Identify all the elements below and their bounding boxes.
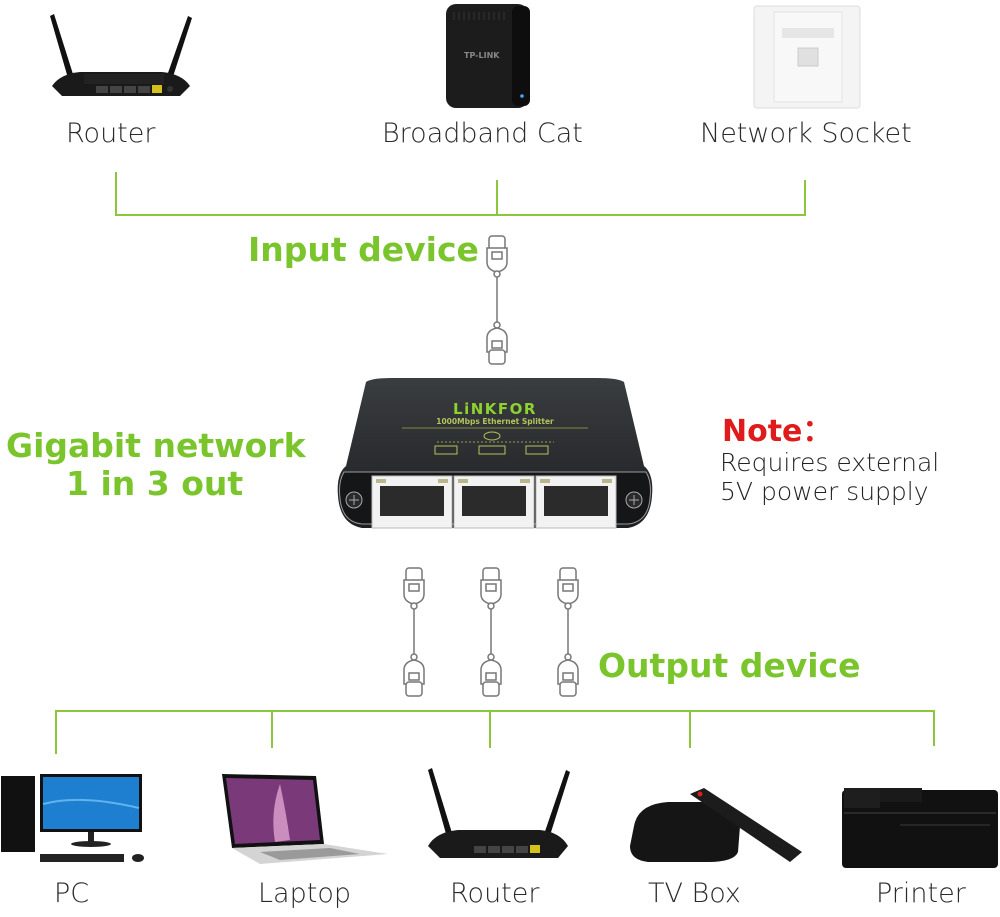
splitter-subtitle: 1000Mbps Ethernet Splitter — [436, 417, 554, 426]
connector-line — [115, 214, 806, 216]
screw-icon — [625, 491, 643, 509]
connector-line — [55, 710, 935, 712]
output-printer-label: Printer — [876, 878, 966, 909]
output-pc-label: PC — [54, 878, 90, 909]
feature-title-line2: 1 in 3 out — [66, 464, 244, 503]
connector-line — [933, 710, 935, 746]
modem-brand: TP-LINK — [464, 51, 500, 60]
output-laptop-image — [220, 772, 390, 864]
output-pc-image — [0, 774, 150, 874]
feature-title-line1: Gigabit network — [6, 426, 306, 465]
tv-box-icon — [630, 788, 802, 862]
printer-icon — [842, 788, 998, 868]
output-tvbox-image — [628, 786, 804, 866]
connector-line — [689, 710, 691, 748]
connector-line — [489, 710, 491, 748]
output-printer-image — [840, 786, 1000, 872]
rj45-port — [371, 475, 453, 529]
wall-socket-icon — [753, 5, 861, 109]
ethernet-cable-icon — [397, 566, 431, 698]
connector-line — [804, 180, 806, 216]
output-tvbox-label: TV Box — [648, 878, 741, 909]
rj45-port — [453, 475, 535, 529]
input-router-label: Router — [66, 118, 156, 149]
ethernet-cable-icon — [551, 566, 585, 698]
desktop-pc-icon — [1, 774, 144, 862]
note-line1: Requires external — [720, 448, 940, 477]
input-device-title: Input device — [248, 230, 479, 269]
note-title: Note： — [722, 414, 833, 449]
input-socket-image — [752, 4, 862, 110]
output-router-image — [418, 764, 578, 868]
ethernet-splitter-image: LiNKFOR 1000Mbps Ethernet Splitter — [332, 376, 658, 536]
ethernet-cable-icon — [474, 566, 508, 698]
connector-line — [115, 172, 117, 216]
connector-line — [55, 710, 57, 754]
input-modem-label: Broadband Cat — [382, 118, 583, 149]
router-icon — [50, 14, 192, 96]
output-laptop-label: Laptop — [258, 878, 351, 909]
ethernet-cable-icon — [480, 234, 514, 366]
splitter-brand: LiNKFOR — [453, 400, 537, 418]
rj45-port — [535, 475, 617, 529]
connector-line — [496, 180, 498, 216]
input-modem-image: TP-LINK — [440, 2, 540, 112]
laptop-icon — [222, 774, 388, 864]
output-router-label: Router — [450, 878, 540, 909]
output-device-title: Output device — [598, 646, 861, 685]
router-icon — [428, 768, 570, 858]
connector-line — [271, 710, 273, 748]
screw-icon — [345, 491, 363, 509]
input-socket-label: Network Socket — [700, 118, 912, 149]
input-router-image — [40, 8, 200, 108]
modem-icon: TP-LINK — [446, 4, 530, 108]
note-line2: 5V power supply — [720, 477, 929, 506]
